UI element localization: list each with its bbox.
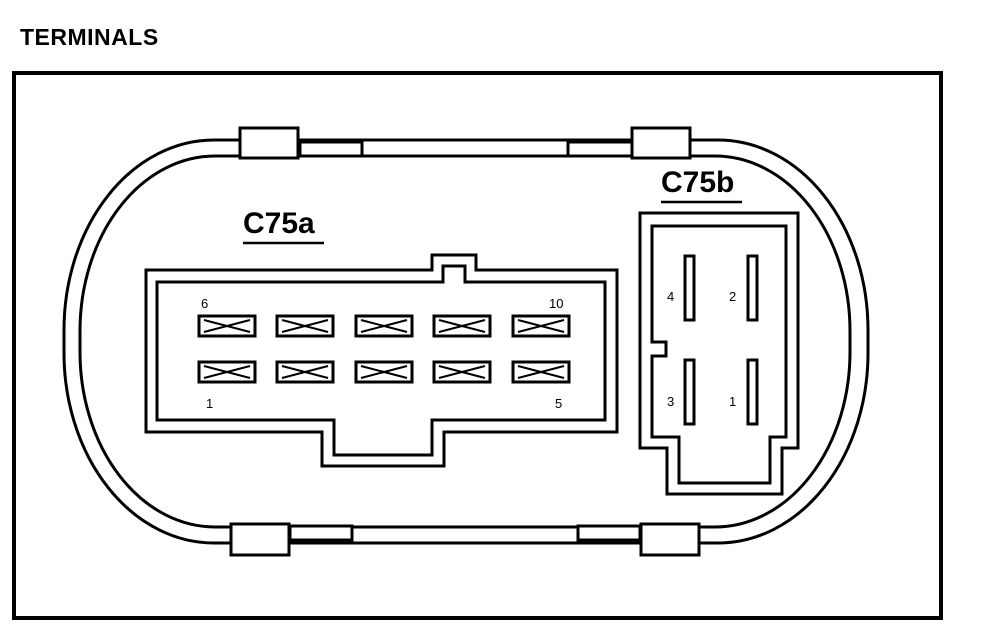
diagram-frame [12,71,943,620]
c75a-terminal-8 [354,314,414,338]
diagram-title: TERMINALS [20,24,159,50]
c75a-terminal-box [354,360,414,384]
c75a-terminal-6 [197,314,257,338]
c75a-terminal-box [511,314,571,338]
c75a-terminal-box [197,314,257,338]
c75a-terminal-cross [360,319,408,333]
c75a-terminal-4 [432,360,492,384]
c75b-pin-4 [683,254,696,322]
c75b-pin-label-2: 2 [729,289,736,304]
top-left-latch [238,126,300,160]
c75a-terminal-box [197,360,257,384]
c75a-terminal-cross [360,365,408,379]
c75a-pin-label-6: 6 [201,296,208,311]
c75a-pin-label-5: 5 [555,396,562,411]
c75b-pin-label-1: 1 [729,394,736,409]
c75a-terminal-7 [275,314,335,338]
c75a-terminal-cross [438,365,486,379]
top-left-latch-rail [298,140,364,158]
c75a-terminal-5 [511,360,571,384]
c75a-terminal-box [511,360,571,384]
c75b-pin-1 [746,358,759,426]
c75b-pin-label-4: 4 [667,289,674,304]
c75a-terminal-cross [517,319,565,333]
c75b-pin-label-3: 3 [667,394,674,409]
c75b-pin-3 [683,358,696,426]
c75a-terminal-cross [203,365,251,379]
c75a-terminal-9 [432,314,492,338]
c75a-terminal-box [275,360,335,384]
c75a-terminal-cross [281,319,329,333]
c75a-terminal-cross [203,319,251,333]
c75a-pin-label-10: 10 [549,296,563,311]
c75a-terminal-cross [281,365,329,379]
c75a-terminal-box [432,314,492,338]
c75a-terminal-1 [197,360,257,384]
c75a-terminal-box [432,360,492,384]
c75a-terminal-box [354,314,414,338]
c75a-label: C75a [243,207,315,240]
c75a-terminal-3 [354,360,414,384]
c75a-outline-inner [155,264,607,457]
c75a-terminal-cross [438,319,486,333]
c75a-terminal-box [275,314,335,338]
c75b-outline-inner [650,224,788,485]
c75b-outline-outer [638,211,800,496]
c75a-terminal-10 [511,314,571,338]
bottom-left-latch [229,522,291,557]
c75a-terminal-2 [275,360,335,384]
top-right-latch-rail [566,140,634,158]
c75a-terminal-cross [517,365,565,379]
bottom-left-latch-rail [288,524,354,542]
c75b-pin-2 [746,254,759,322]
connector-housing-outer [62,138,870,545]
bottom-right-latch-rail [576,524,642,542]
top-right-latch [630,126,692,160]
c75a-pin-label-1: 1 [206,396,213,411]
bottom-right-latch [639,522,701,557]
c75a-outline-outer [144,253,619,468]
connector-housing-inner [78,154,852,529]
c75b-label: C75b [661,166,734,199]
